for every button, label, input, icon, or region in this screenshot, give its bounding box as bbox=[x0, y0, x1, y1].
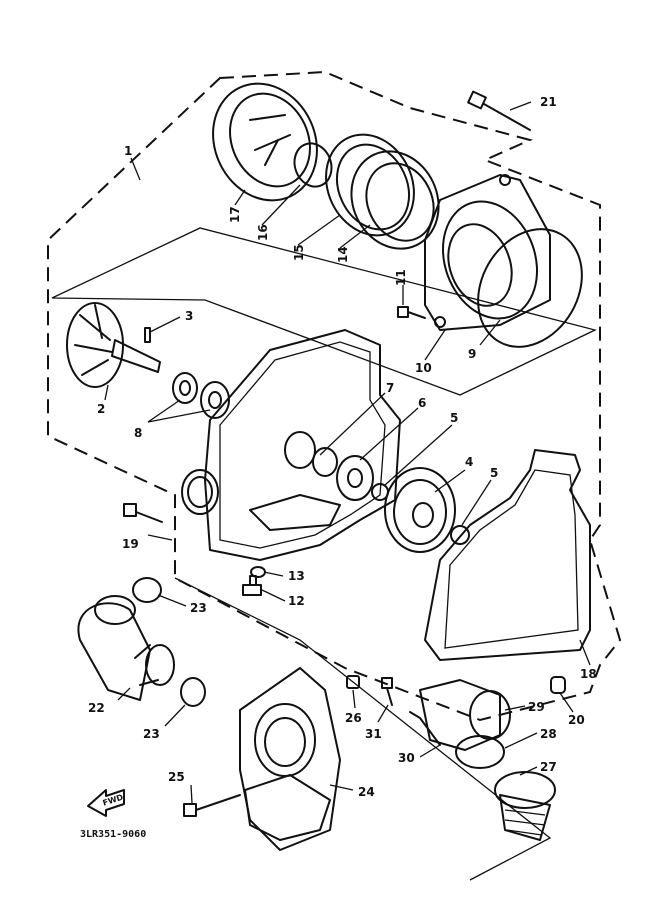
label-1: 1 bbox=[124, 144, 132, 158]
label-23-lower: 23 bbox=[143, 727, 160, 741]
label-3: 3 bbox=[185, 309, 193, 323]
label-5-upper: 5 bbox=[450, 411, 458, 425]
label-21: 21 bbox=[540, 95, 557, 109]
label-15: 15 bbox=[292, 244, 306, 261]
label-12: 12 bbox=[288, 594, 305, 608]
crankcase-housing bbox=[181, 329, 401, 561]
assembly-boundary bbox=[47, 70, 622, 722]
label-4: 4 bbox=[465, 455, 473, 469]
bolt-11 bbox=[397, 306, 426, 319]
ring-14 bbox=[350, 150, 440, 250]
impeller bbox=[66, 302, 161, 388]
gasket bbox=[424, 449, 591, 661]
cover-gasket bbox=[455, 735, 505, 769]
front-arrow: FWD bbox=[87, 789, 125, 817]
gear-6 bbox=[336, 455, 374, 501]
part-labels: 1 2 3 4 5 5 6 7 8 9 10 11 12 13 14 15 16… bbox=[88, 95, 597, 799]
drive-gear bbox=[384, 467, 456, 553]
label-24: 24 bbox=[358, 785, 375, 799]
nut-26 bbox=[346, 675, 360, 689]
pump-cover-frame bbox=[51, 227, 597, 396]
label-26: 26 bbox=[345, 711, 362, 725]
label-23-upper: 23 bbox=[190, 601, 207, 615]
inner-cover bbox=[212, 82, 318, 202]
label-29: 29 bbox=[528, 700, 545, 714]
dowel-20 bbox=[550, 676, 566, 694]
ring-15 bbox=[325, 133, 415, 237]
label-6: 6 bbox=[418, 396, 426, 410]
circlip-lower bbox=[450, 525, 470, 545]
bolt-19 bbox=[123, 503, 163, 523]
label-13: 13 bbox=[288, 569, 305, 583]
pump-cover bbox=[424, 174, 551, 331]
drawing-code: 3LR351-9060 bbox=[80, 829, 146, 840]
label-19: 19 bbox=[122, 537, 139, 551]
circlip-upper bbox=[371, 483, 389, 501]
label-31: 31 bbox=[365, 727, 382, 741]
thermostat-cover bbox=[419, 679, 511, 751]
label-7: 7 bbox=[386, 381, 394, 395]
thermostat-housing bbox=[239, 667, 341, 851]
bolt-31 bbox=[381, 677, 393, 706]
bolt-30 bbox=[409, 711, 441, 746]
bolt-21 bbox=[467, 90, 531, 131]
pipe-frame bbox=[174, 577, 552, 881]
label-20: 20 bbox=[568, 713, 585, 727]
label-25: 25 bbox=[168, 770, 185, 784]
label-17: 17 bbox=[228, 206, 242, 223]
water-pipe bbox=[77, 595, 175, 701]
plug bbox=[293, 142, 333, 188]
leader-lines bbox=[104, 101, 591, 804]
label-16: 16 bbox=[256, 224, 270, 241]
o-ring-23-lower bbox=[180, 677, 206, 707]
label-27: 27 bbox=[540, 760, 557, 774]
seals bbox=[172, 372, 230, 419]
label-5-lower: 5 bbox=[490, 466, 498, 480]
label-10: 10 bbox=[415, 361, 432, 375]
label-11: 11 bbox=[394, 269, 408, 286]
o-ring-23-upper bbox=[132, 577, 162, 603]
label-28: 28 bbox=[540, 727, 557, 741]
label-9: 9 bbox=[468, 347, 476, 361]
label-22: 22 bbox=[88, 701, 105, 715]
label-30: 30 bbox=[398, 751, 415, 765]
label-14: 14 bbox=[336, 246, 350, 263]
o-ring-9 bbox=[477, 228, 583, 348]
drain-bolt bbox=[242, 575, 262, 596]
bolt-25 bbox=[183, 794, 241, 817]
label-8: 8 bbox=[134, 426, 142, 440]
thermostat bbox=[494, 771, 556, 841]
label-18: 18 bbox=[580, 667, 597, 681]
pin bbox=[144, 327, 151, 343]
label-2: 2 bbox=[97, 402, 105, 416]
